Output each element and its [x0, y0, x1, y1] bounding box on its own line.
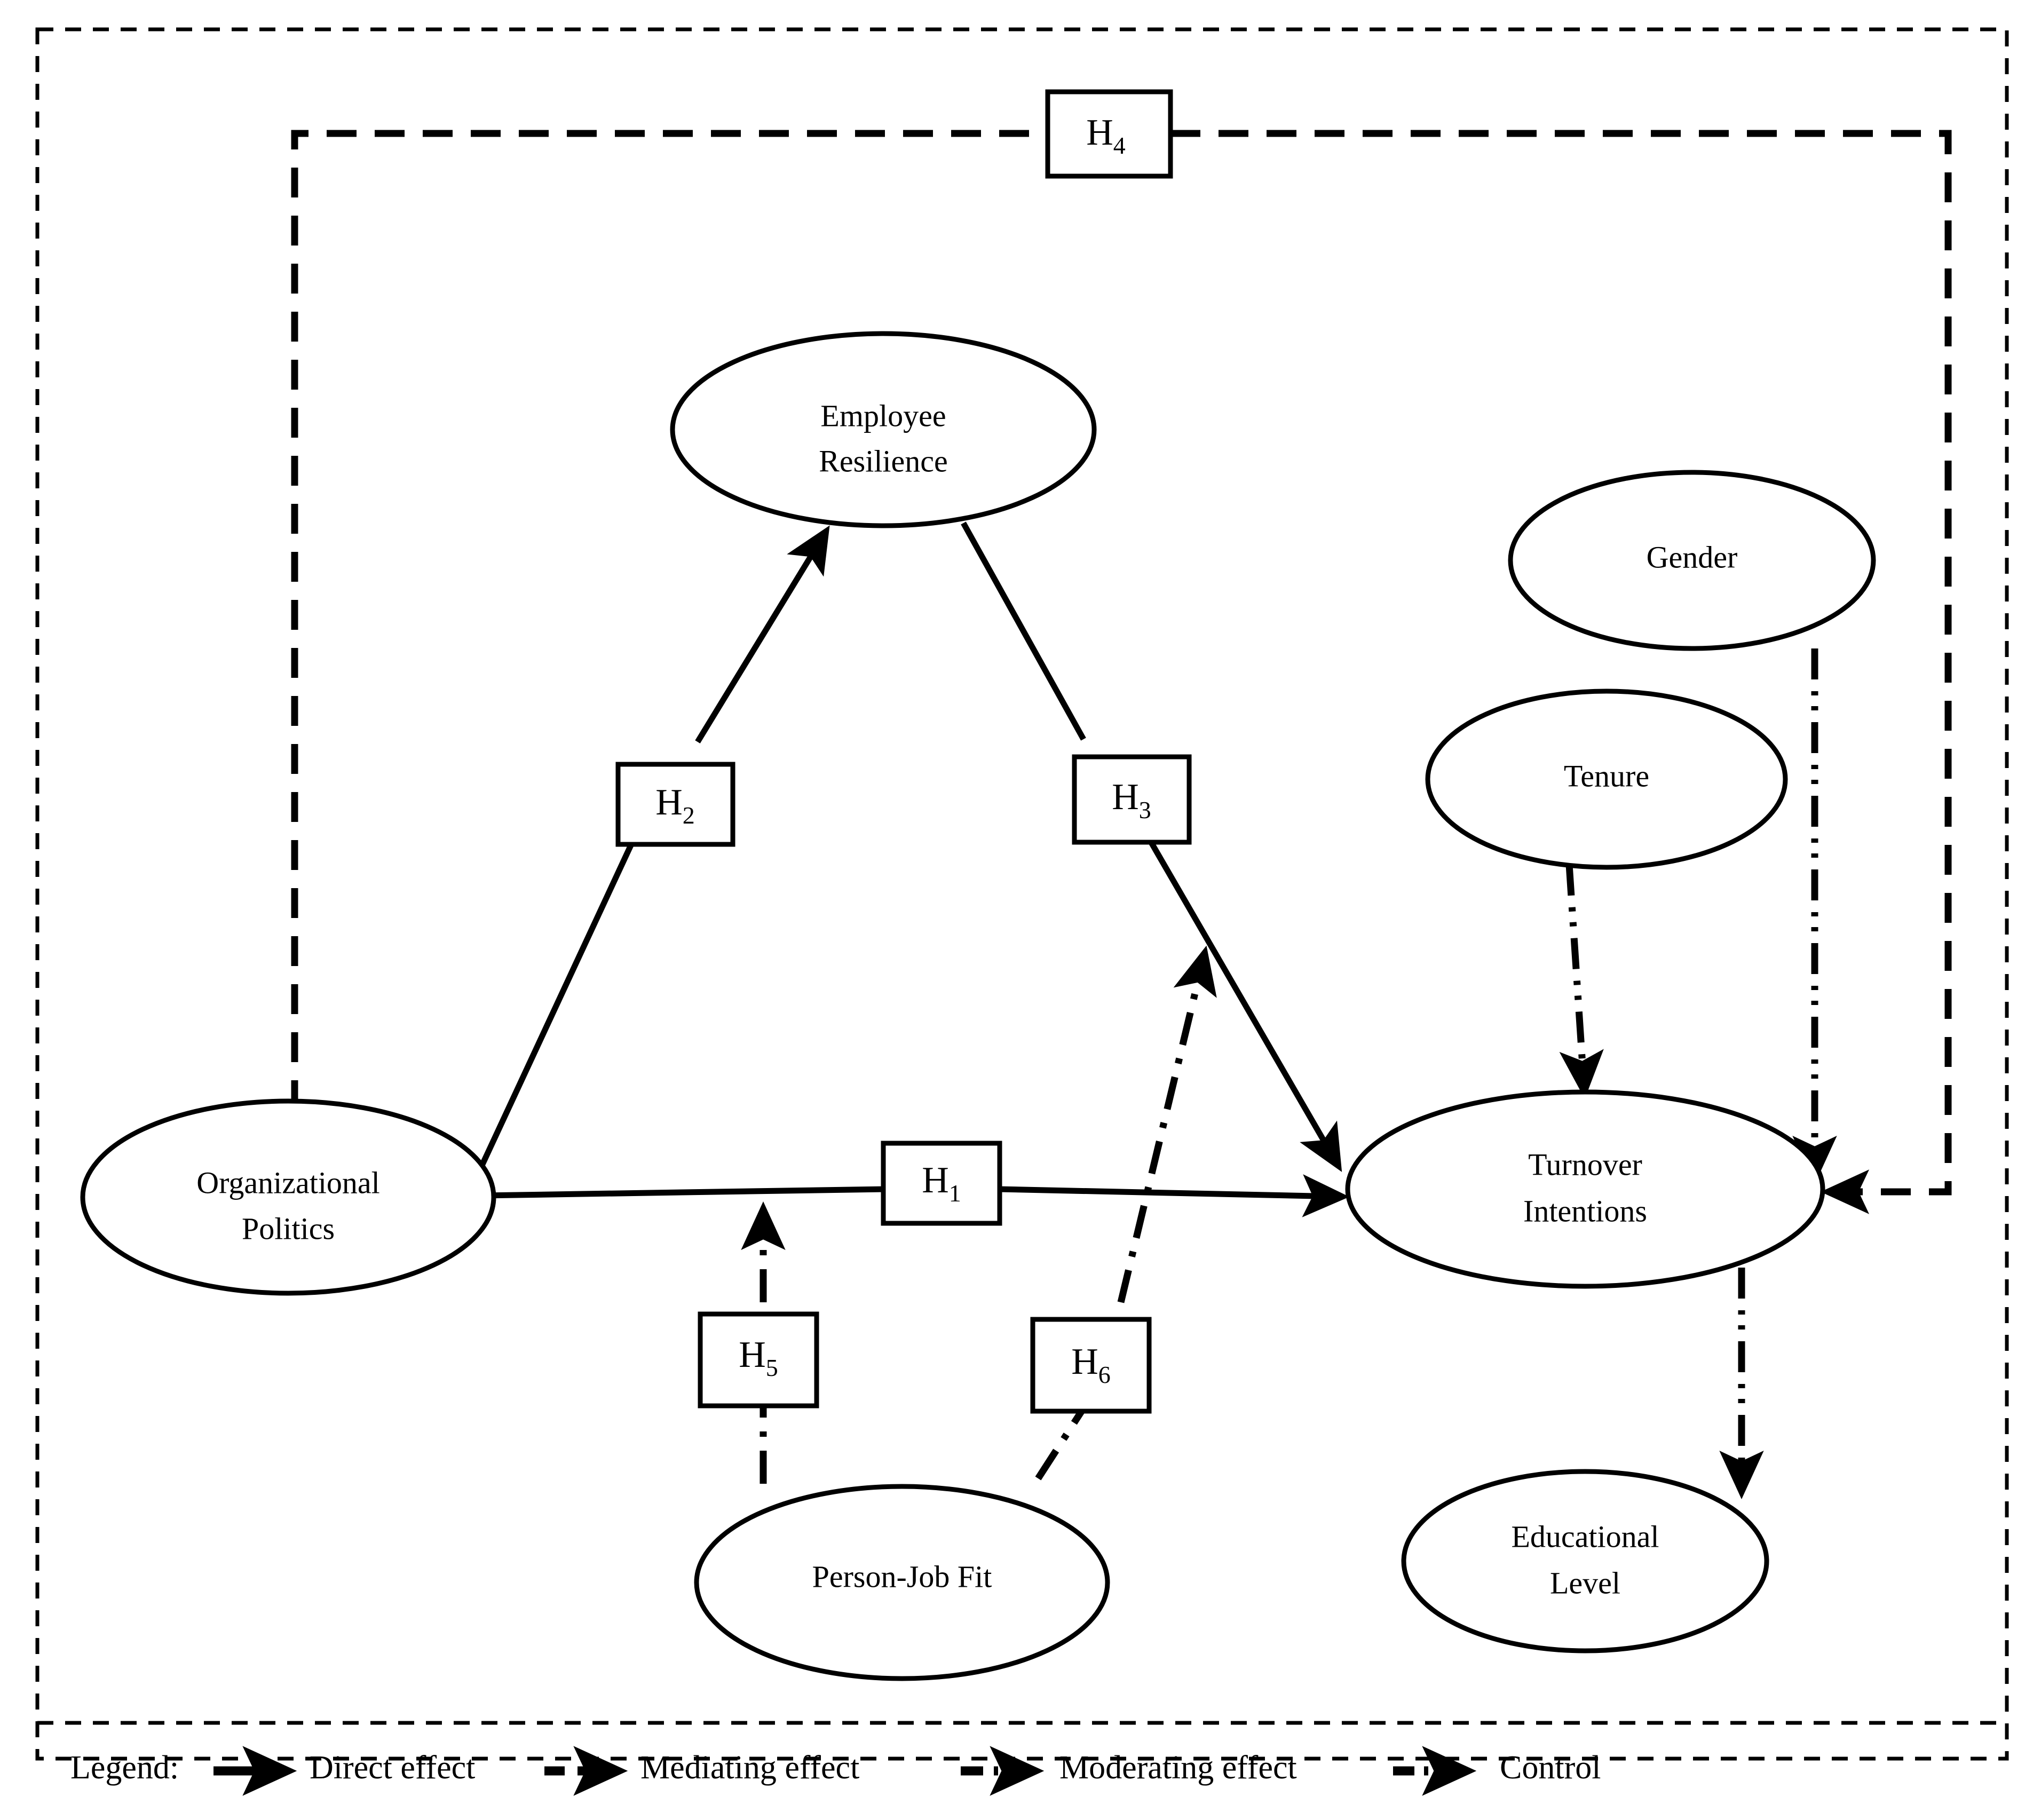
educational-level-label-line2: Level: [1550, 1565, 1620, 1600]
h3-label: H3: [1112, 777, 1151, 824]
h5-box: [698, 1311, 819, 1408]
h4-box: [1045, 89, 1173, 179]
tenure-ellipse: [1425, 689, 1788, 870]
educational-level-label-line1: Educational: [1511, 1519, 1659, 1554]
legend-label-direct: Direct effect: [310, 1750, 475, 1786]
h2-label: H2: [655, 782, 695, 829]
gender-label: Gender: [1647, 540, 1738, 574]
legend: Legend: Direct effect Mediating effect M…: [70, 1746, 1601, 1796]
h2-box: [615, 762, 735, 847]
edge-h2-lower: [478, 831, 639, 1170]
turnover-intentions-label-line2: Intentions: [1523, 1193, 1647, 1228]
hypothesis-box-h1[interactable]: H1: [881, 1141, 1002, 1226]
gender-ellipse: [1508, 470, 1876, 651]
employee-resilience-label-line1: Employee: [820, 398, 946, 433]
hypothesis-box-h6[interactable]: H6: [1030, 1317, 1152, 1414]
node-employee-resilience[interactable]: Employee Resilience: [670, 331, 1097, 528]
node-person-job-fit[interactable]: Person-Job Fit: [694, 1484, 1110, 1681]
legend-title: Legend:: [70, 1750, 179, 1786]
hypothesis-box-h5[interactable]: H5: [698, 1311, 819, 1408]
edge-h3-upper: [961, 521, 1086, 741]
edge-h6-upper: [1117, 945, 1217, 1303]
edge-h3-lower: [1146, 836, 1342, 1172]
node-turnover-intentions[interactable]: Turnover Intentions: [1345, 1089, 1825, 1289]
edge-h1-right: [998, 1174, 1350, 1217]
edge-h4-right-segment: [1170, 130, 1952, 1214]
h1-box: [881, 1141, 1002, 1226]
hypothesis-box-h4[interactable]: H4: [1045, 89, 1173, 179]
turnover-intentions-ellipse: [1345, 1089, 1825, 1289]
person-job-fit-ellipse: [694, 1484, 1110, 1681]
hypothesis-box-h2[interactable]: H2: [615, 762, 735, 847]
organizational-politics-ellipse: [80, 1098, 496, 1296]
h4-label: H4: [1086, 112, 1126, 159]
h6-box: [1030, 1317, 1152, 1414]
person-job-fit-label: Person-Job Fit: [812, 1559, 992, 1594]
educational-level-ellipse: [1401, 1469, 1769, 1653]
organizational-politics-label-line1: Organizational: [196, 1165, 380, 1200]
node-organizational-politics[interactable]: Organizational Politics: [80, 1098, 496, 1296]
legend-label-moderating: Moderating effect: [1059, 1750, 1297, 1786]
node-educational-level[interactable]: Educational Level: [1401, 1469, 1769, 1653]
h6-label: H6: [1071, 1341, 1111, 1388]
legend-label-control: Control: [1500, 1750, 1601, 1786]
employee-resilience-ellipse: [670, 331, 1097, 528]
tenure-label: Tenure: [1564, 758, 1649, 793]
legend-label-mediating: Mediating effect: [640, 1750, 859, 1786]
node-tenure[interactable]: Tenure: [1425, 689, 1788, 870]
employee-resilience-label-line2: Resilience: [819, 444, 948, 478]
edge-tenure-to-turnover: [1559, 864, 1604, 1099]
h1-label: H1: [922, 1160, 961, 1207]
organizational-politics-label-line2: Politics: [242, 1211, 335, 1246]
edge-h2-upper: [695, 525, 830, 743]
hypothesis-box-h3[interactable]: H3: [1072, 754, 1192, 845]
edge-h4-left-segment: [291, 130, 1048, 1158]
edge-h1-left: [481, 1186, 887, 1199]
turnover-intentions-label-line1: Turnover: [1528, 1147, 1642, 1182]
node-gender[interactable]: Gender: [1508, 470, 1876, 651]
h5-label: H5: [739, 1334, 778, 1381]
outer-frame: [35, 27, 2009, 1761]
h3-box: [1072, 754, 1192, 845]
